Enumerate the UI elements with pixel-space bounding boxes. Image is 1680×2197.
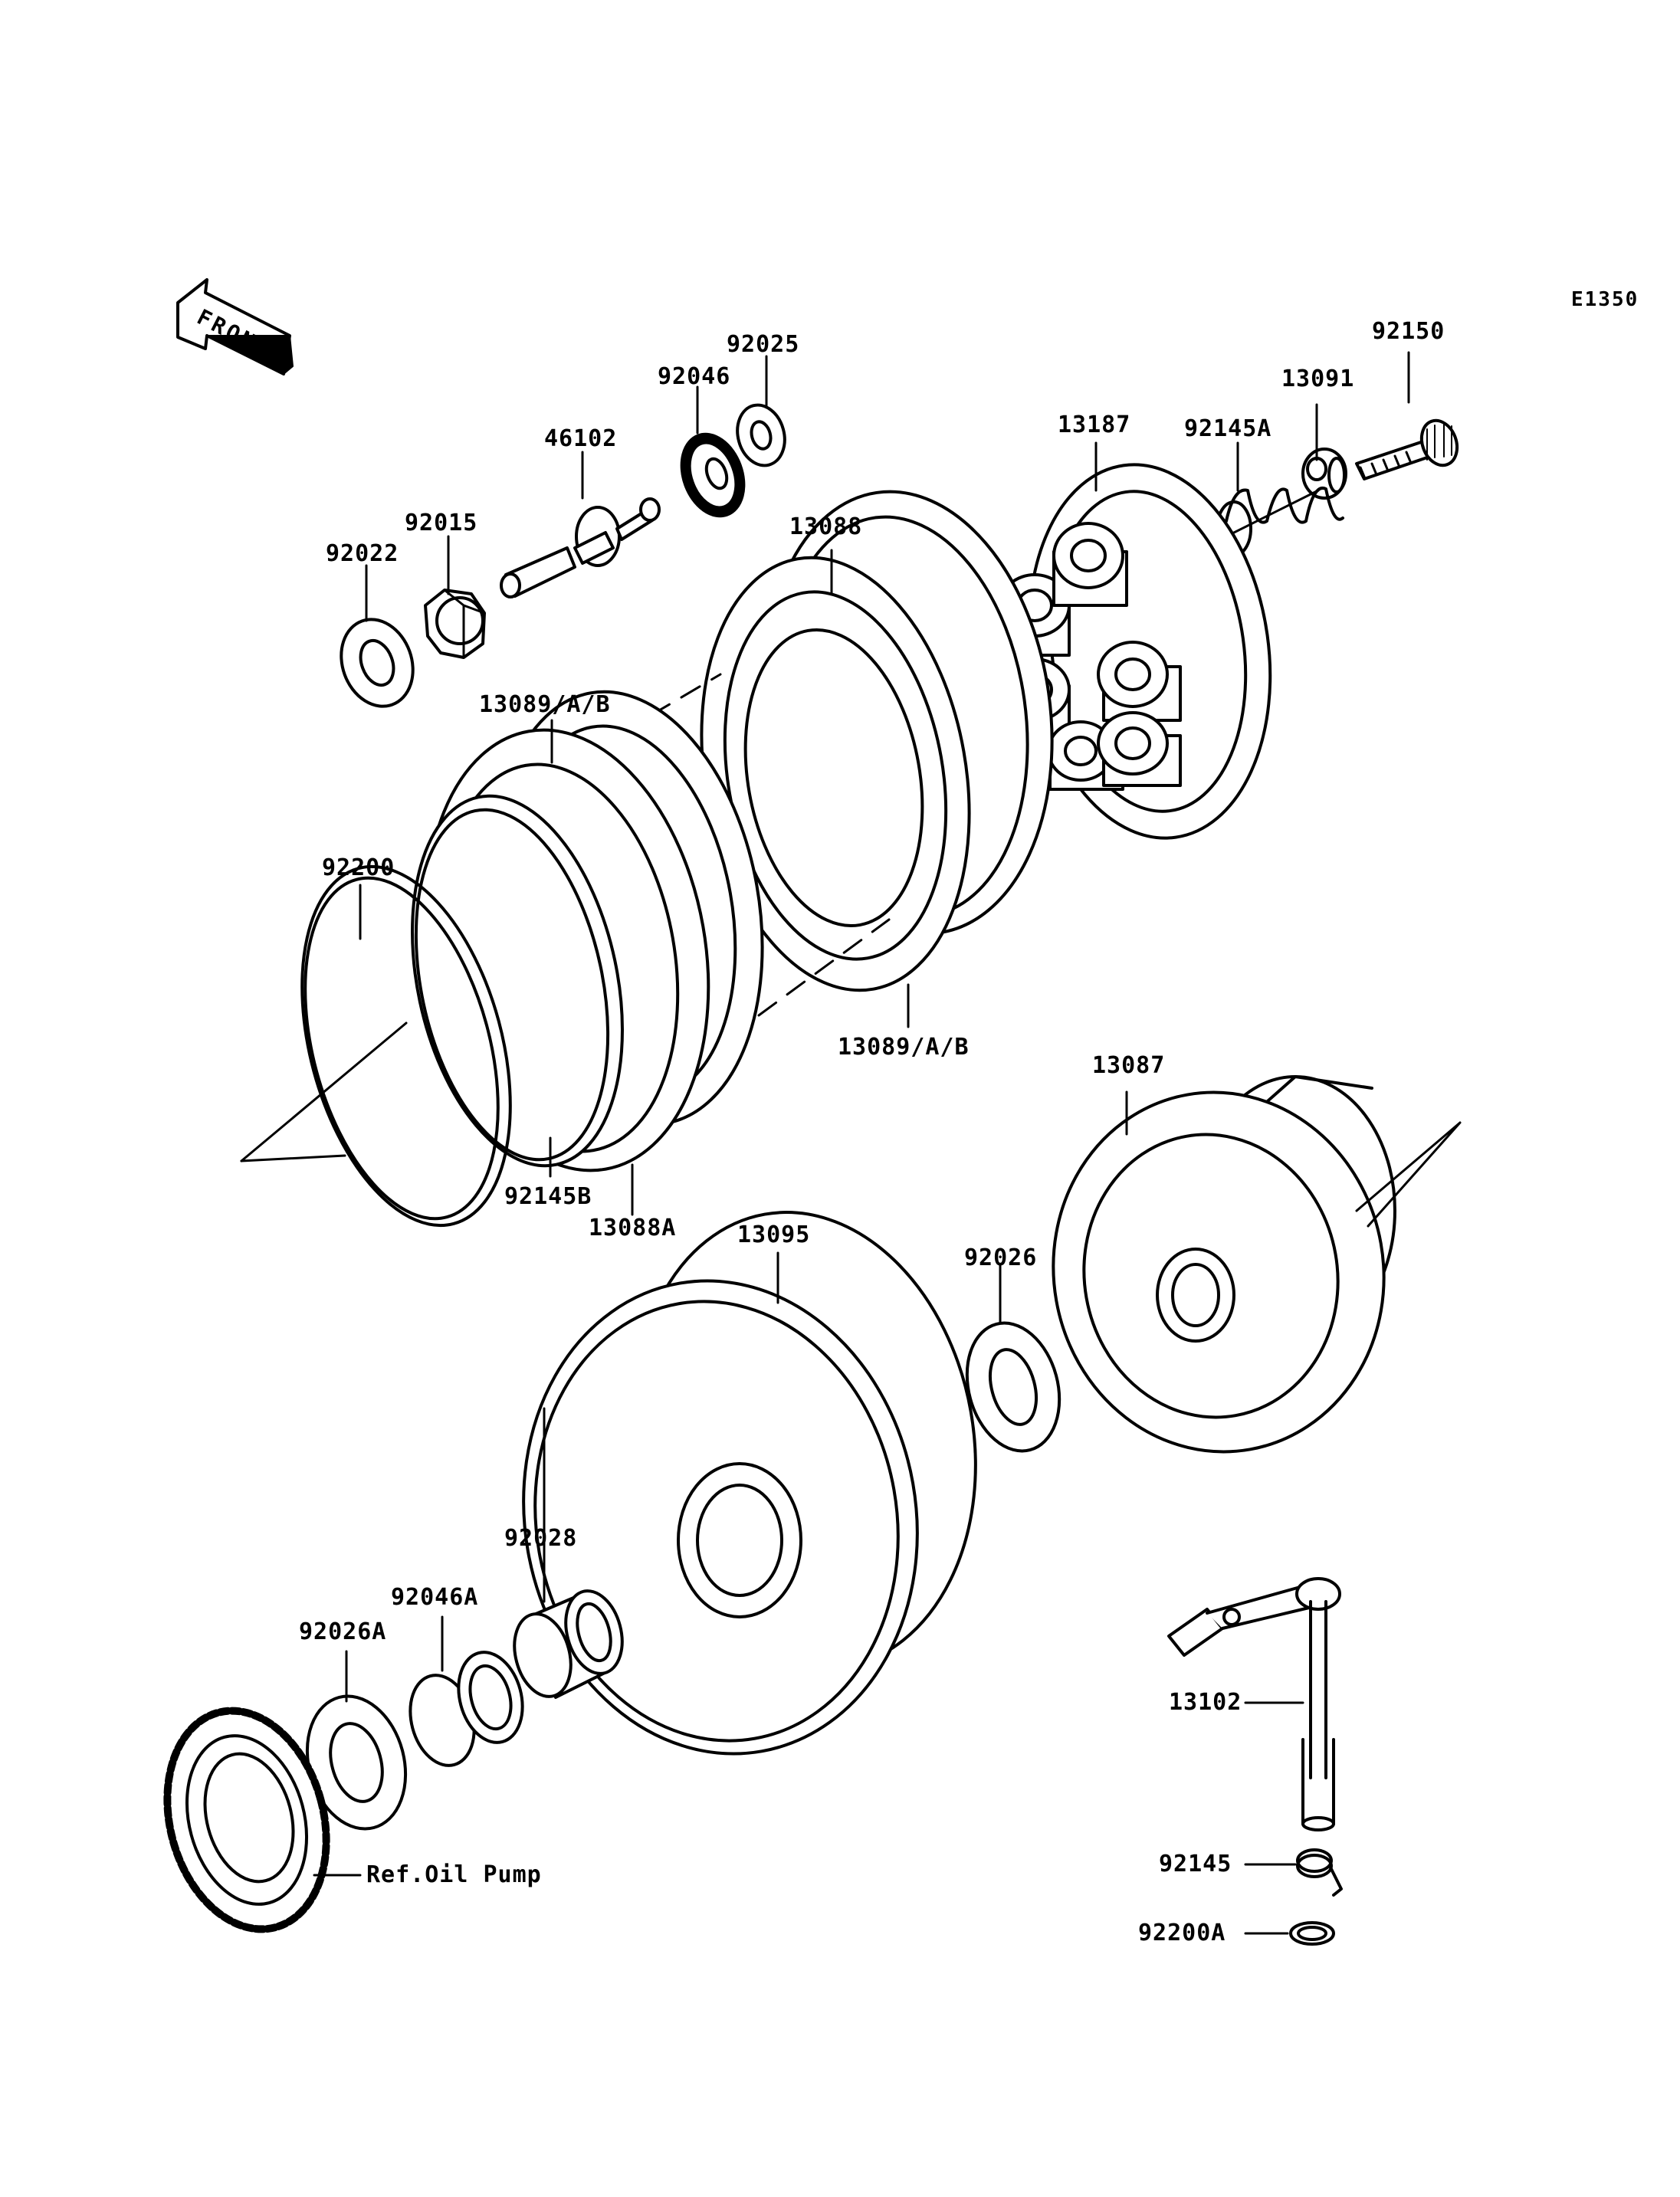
bolt-92150 [1355, 418, 1459, 480]
washer-13091 [1301, 448, 1347, 500]
label-92028: 92028 [504, 1525, 578, 1552]
label-13087: 13087 [1092, 1052, 1166, 1079]
label-92145: 92145 [1159, 1851, 1232, 1877]
leader-lines [313, 351, 1410, 1935]
label-92046: 92046 [658, 363, 731, 390]
bearing-92046 [680, 432, 746, 518]
clutch-hub-13087 [1052, 1075, 1462, 1454]
nut-92015 [424, 589, 486, 659]
label-92200: 92200 [322, 854, 395, 881]
label-92026a: 92026A [299, 1618, 387, 1645]
label-13091: 13091 [1281, 366, 1355, 392]
label-46102: 46102 [544, 425, 618, 452]
label-13088a: 13088A [589, 1215, 677, 1241]
label-92015: 92015 [405, 510, 478, 536]
label-92200a: 92200A [1138, 1920, 1226, 1946]
diagram-code: E1350 [1571, 288, 1639, 311]
label-92145b: 92145B [504, 1183, 592, 1210]
ring-92145b [411, 794, 624, 1168]
front-arrow-icon: FRONT [176, 278, 294, 375]
label-92022: 92022 [326, 540, 399, 567]
clutch-housing-13095 [522, 1211, 977, 1756]
pushrod-46102 [500, 497, 661, 598]
label-13187: 13187 [1058, 412, 1131, 438]
label-13088: 13088 [789, 513, 863, 540]
label-92025: 92025 [727, 331, 800, 358]
release-shaft-13102 [1167, 1577, 1341, 1831]
sleeve-92028 [513, 1589, 624, 1699]
label-92046a: 92046A [391, 1584, 479, 1611]
washer-92022 [340, 618, 415, 708]
label-92150: 92150 [1372, 318, 1445, 345]
label-13102: 13102 [1169, 1689, 1242, 1716]
pressure-plate-13187 [999, 463, 1272, 840]
ring-92200 [240, 864, 512, 1228]
label-13095: 13095 [737, 1221, 811, 1248]
label-92145a: 92145A [1184, 415, 1272, 442]
needle-bearing-92046a [409, 1651, 524, 1767]
label-13089-right: 13089/A/B [838, 1034, 970, 1061]
washer-92200a [1289, 1921, 1335, 1946]
oil-pump-gear [163, 1707, 330, 1933]
washer-92025 [736, 403, 786, 467]
label-13089-left: 13089/A/B [479, 691, 611, 718]
label-ref-oil-pump: Ref.Oil Pump [366, 1861, 542, 1888]
spring-92145 [1296, 1848, 1343, 1897]
washer-92026 [965, 1321, 1061, 1453]
label-92026: 92026 [964, 1244, 1038, 1271]
